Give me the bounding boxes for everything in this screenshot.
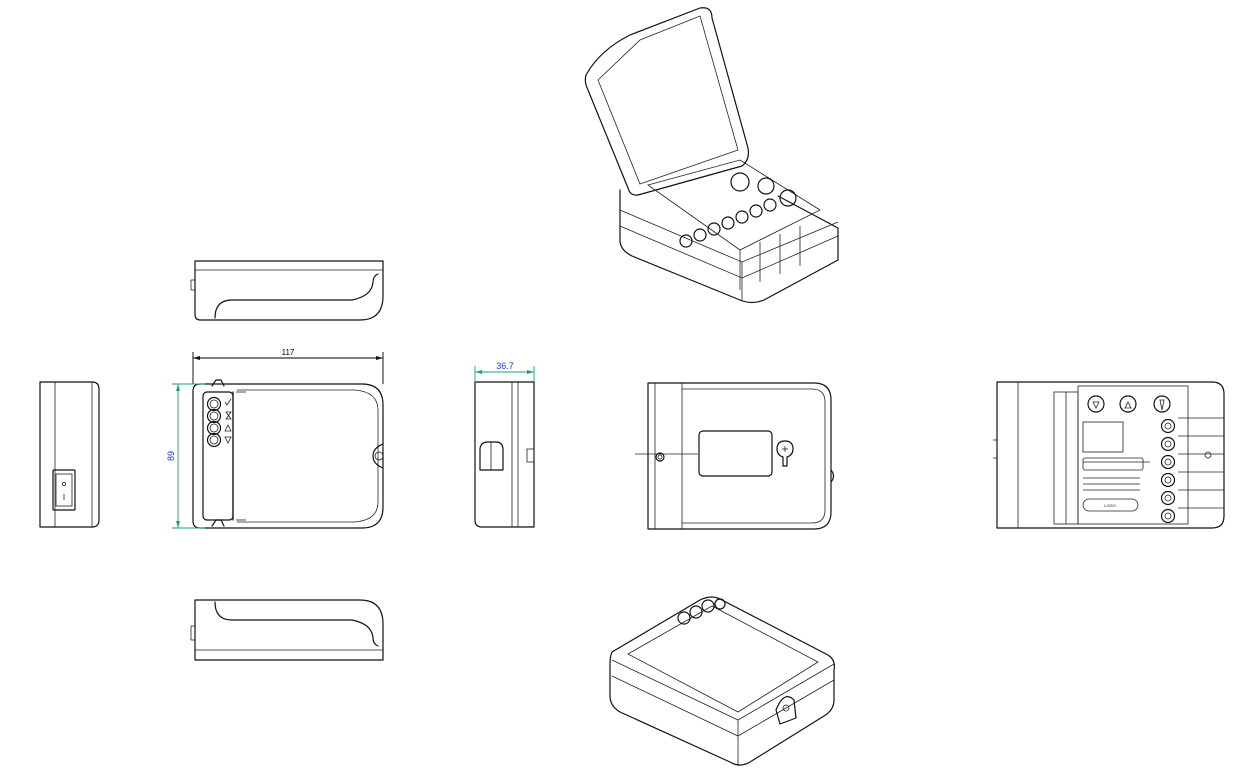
- height-dimension-label: 89: [166, 451, 176, 461]
- back-view: [635, 382, 835, 530]
- depth-dimension: 36.7: [474, 361, 535, 382]
- width-dimension: 117: [192, 348, 384, 384]
- height-dimension: 89: [166, 383, 205, 529]
- right-side-view: 36.7: [474, 361, 535, 528]
- isometric-closed-view: [609, 596, 835, 766]
- brand-label: LOGO: [1104, 503, 1116, 508]
- depth-dimension-label: 36.7: [496, 361, 514, 371]
- width-dimension-label: 117: [282, 348, 295, 357]
- top-view: [190, 260, 384, 321]
- bottom-view: [190, 599, 384, 661]
- front-view: 117 89: [166, 348, 384, 529]
- left-side-view: [39, 381, 100, 528]
- isometric-open-view: [584, 7, 839, 304]
- inside-view: LOGO: [993, 381, 1225, 529]
- terminal-block: [1160, 418, 1176, 524]
